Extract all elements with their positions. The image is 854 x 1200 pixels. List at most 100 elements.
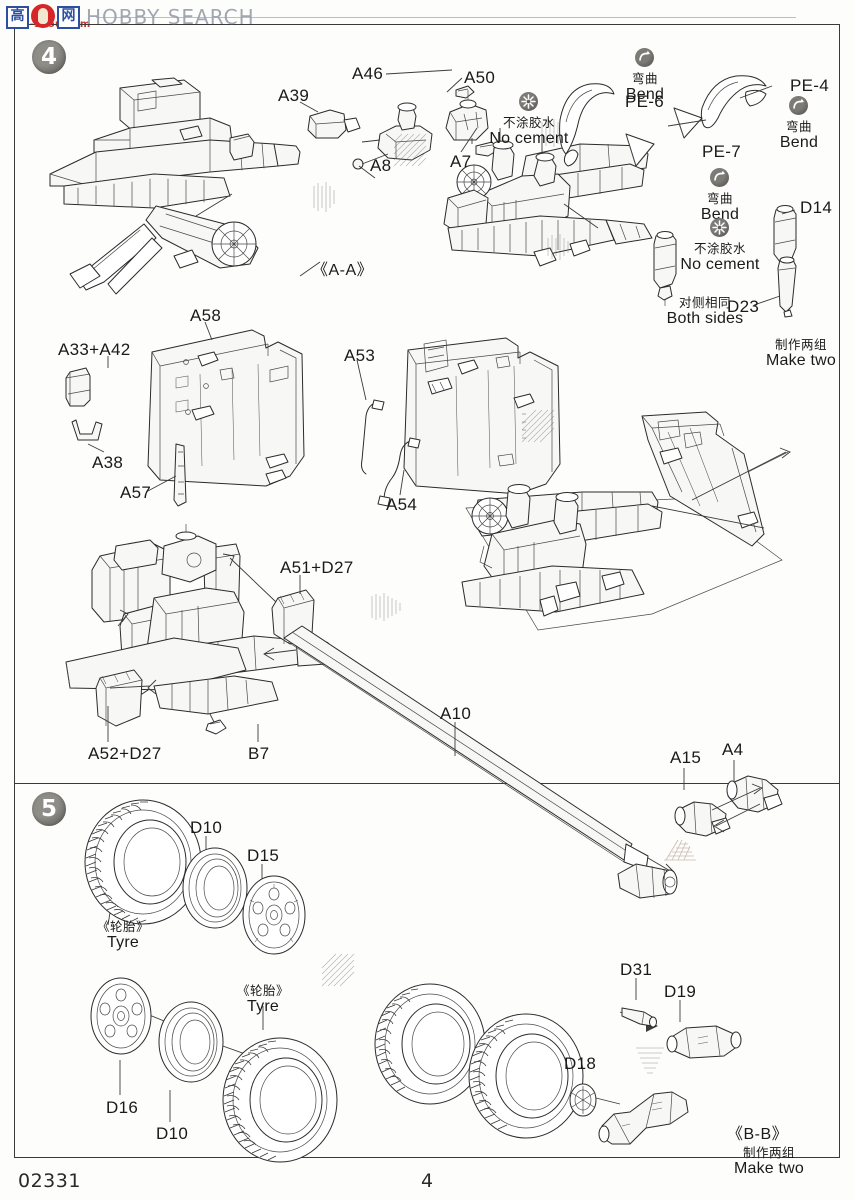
- part-label-d16: D16: [106, 1098, 139, 1117]
- pe7-photoetch-triangle-drawing: [620, 128, 660, 172]
- part-label-d10-upper: D10: [190, 818, 223, 837]
- d10-rim-upper-drawing: [178, 846, 252, 930]
- make-two-note-step5: 制作两组 Make two: [714, 1142, 824, 1178]
- part-label-a8: A8: [370, 156, 392, 175]
- part-label-a46: A46: [352, 64, 384, 83]
- a38-bracket-drawing: [72, 416, 106, 446]
- d10-rim-lower-drawing: [154, 1000, 228, 1084]
- make-two-note-cn: 制作两组: [774, 337, 827, 352]
- bend-note-cn: 弯曲: [706, 191, 733, 206]
- no-cement-starburst-icon: [519, 92, 538, 111]
- bend-note-pe4: 弯曲 Bend: [760, 116, 838, 152]
- a15-a4-hub-parts-drawing: [672, 770, 782, 850]
- part-label-a33-a42: A33+A42: [58, 340, 131, 359]
- bend-arrow-icon: [789, 96, 808, 115]
- step-panel-divider: [14, 783, 840, 784]
- d18-small-hub-drawing: [566, 1082, 600, 1118]
- bend-note-pe6: 弯曲 Bend: [606, 68, 684, 104]
- hatch-decoration-icon: [664, 839, 696, 861]
- no-cement-note-en: No cement: [680, 256, 760, 273]
- tyre-note-en: Tyre: [247, 998, 279, 1015]
- d31-axle-rod-drawing: [620, 1002, 664, 1030]
- no-cement-note-cn: 不涂胶水: [502, 115, 555, 130]
- no-cement-note-cn: 不涂胶水: [693, 241, 746, 256]
- part-label-d18: D18: [564, 1054, 597, 1073]
- bend-note-cn: 弯曲: [631, 71, 658, 86]
- watermark-rule: [96, 17, 796, 18]
- part-label-d15: D15: [247, 846, 280, 865]
- part-label-a7: A7: [450, 152, 472, 171]
- part-label-d14: D14: [800, 198, 833, 217]
- hatch-decoration-icon: [547, 234, 569, 260]
- part-label-a52-d27: A52+D27: [88, 744, 162, 763]
- tyre-middle-right-drawing: [462, 1010, 590, 1142]
- part-label-a39: A39: [278, 86, 310, 105]
- howitzer-assembly-top-right-drawing: [430, 120, 680, 300]
- tyre-note-lower: 《轮胎》 Tyre: [218, 980, 308, 1016]
- no-cement-note-en: No cement: [489, 130, 569, 147]
- step-badge-4: 4: [32, 40, 66, 74]
- tyre-middle-drawing: [368, 980, 492, 1108]
- part-label-a38: A38: [92, 453, 124, 472]
- section-callout-a-a: 《A-A》: [312, 262, 374, 279]
- both-sides-note: 对侧相同 Both sides: [650, 292, 760, 328]
- a58-shield-plate-drawing: [140, 326, 320, 508]
- make-two-note-step4: 制作两组 Make two: [746, 334, 854, 370]
- d16-hub-disc-drawing: [86, 976, 156, 1056]
- tyre-note-cn: 《轮胎》: [96, 919, 149, 934]
- section-callout-b-b: 《B-B》: [727, 1126, 789, 1143]
- d19-bracket-upper-drawing: [664, 1018, 744, 1062]
- howitzer-subassembly-top-left-drawing: [34, 78, 354, 298]
- page-border: [14, 24, 840, 1158]
- bend-arrow-icon: [635, 48, 654, 67]
- both-sides-note-en: Both sides: [666, 310, 744, 327]
- part-label-d23: D23: [727, 297, 760, 316]
- howitzer-full-assembly-drawing: [452, 400, 832, 690]
- hatch-decoration-icon: [521, 409, 555, 443]
- part-label-b7: B7: [248, 744, 270, 763]
- part-label-a54: A54: [386, 495, 418, 514]
- make-two-note-en: Make two: [765, 352, 837, 369]
- part-label-a15: A15: [670, 748, 702, 767]
- hatch-decoration-icon: [321, 953, 355, 987]
- hatch-decoration-icon: [636, 1047, 664, 1074]
- a10-muzzle-brake-drawing: [614, 856, 684, 906]
- d15-hub-disc-drawing: [238, 874, 310, 956]
- part-label-a4: A4: [722, 740, 744, 759]
- bend-arrow-icon: [710, 168, 729, 187]
- pe6-photoetch-fender-drawing: [552, 80, 622, 170]
- a53-a54-shield-plate-drawing: [400, 336, 580, 518]
- make-two-note-en: Make two: [733, 1160, 805, 1177]
- a10-long-barrel-drawing: [280, 620, 680, 880]
- make-two-note-cn: 制作两组: [742, 1145, 795, 1160]
- part-label-a51-d27: A51+D27: [280, 558, 354, 577]
- a54-rod-drawing: [378, 436, 428, 508]
- part-label-a57: A57: [120, 483, 152, 502]
- part-label-d19: D19: [664, 982, 697, 1001]
- no-cement-note-left: 不涂胶水 No cement: [472, 112, 586, 148]
- small-parts-cluster-a39-a50-drawing: [300, 82, 500, 212]
- page-number: 4: [420, 1170, 434, 1192]
- bend-note-en: Bend: [625, 86, 665, 103]
- a57-strip-drawing: [166, 442, 194, 508]
- part-label-d31: D31: [620, 960, 653, 979]
- tyre-lower-left-drawing: [216, 1034, 344, 1166]
- hatch-decoration-icon: [393, 133, 427, 167]
- part-label-d10-lower: D10: [156, 1124, 189, 1143]
- bend-note-pe7: 弯曲 Bend: [681, 188, 759, 224]
- hatch-decoration-icon: [313, 182, 335, 212]
- part-label-a53: A53: [344, 346, 376, 365]
- bend-note-en: Bend: [779, 134, 819, 151]
- both-sides-note-cn: 对侧相同: [678, 295, 731, 310]
- d23-rod-drawing: [770, 256, 804, 318]
- part-label-a58: A58: [190, 306, 222, 325]
- a53-rod-drawing: [352, 398, 392, 478]
- hatch-decoration-icon: [371, 593, 401, 621]
- tyre-upper-left-drawing: [78, 796, 208, 928]
- no-cement-starburst-icon: [710, 218, 729, 237]
- tyre-note-en: Tyre: [107, 934, 139, 951]
- part-label-a10: A10: [440, 704, 472, 723]
- d19-bracket-lower-drawing: [596, 1086, 706, 1156]
- bend-note-en: Bend: [700, 206, 740, 223]
